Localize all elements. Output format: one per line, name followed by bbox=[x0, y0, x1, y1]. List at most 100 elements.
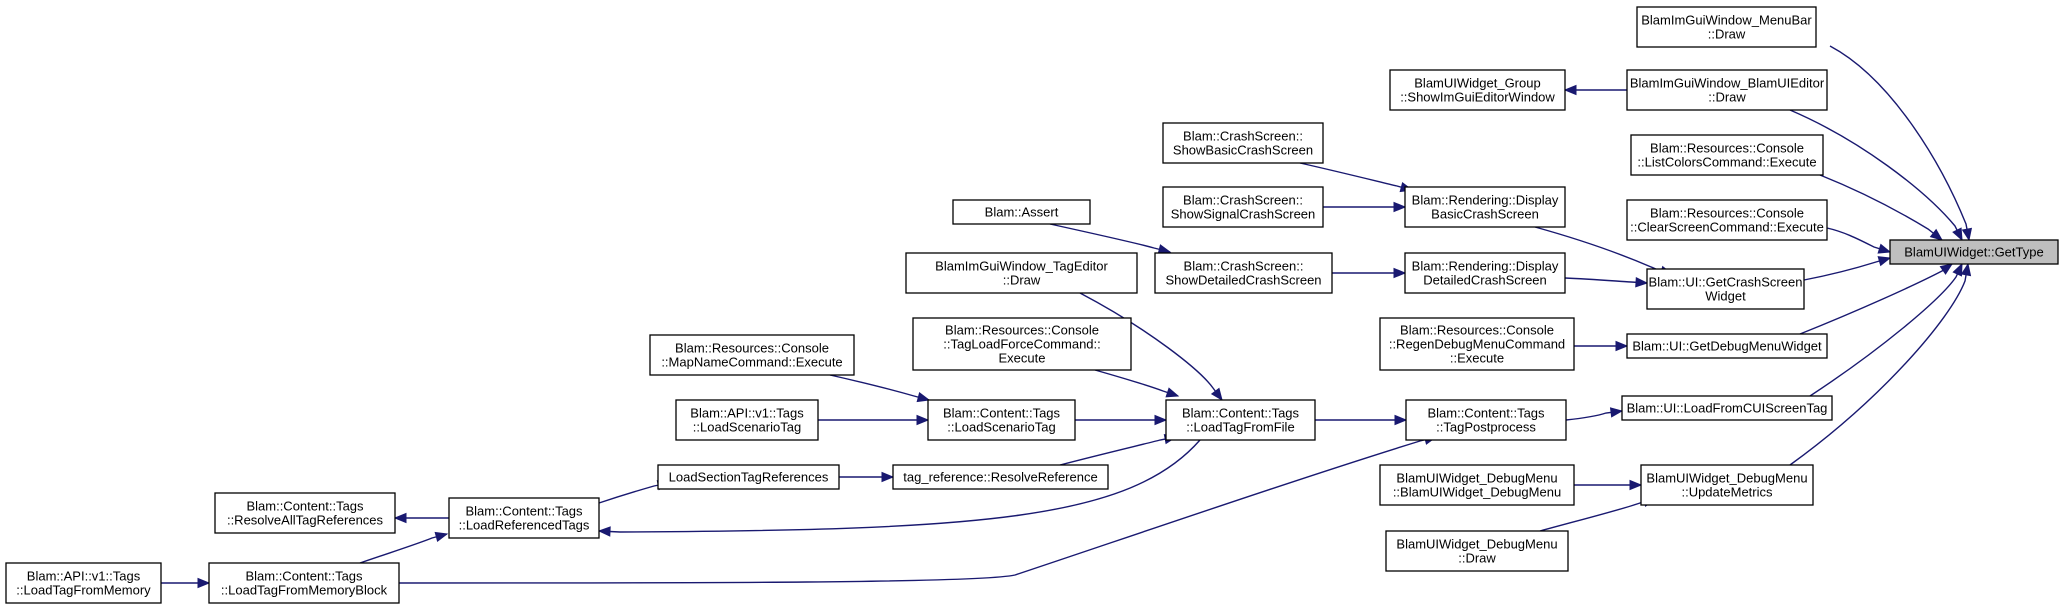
node-map-name[interactable]: Blam::Resources::Console::MapNameCommand… bbox=[649, 334, 855, 376]
node-label-line: ::TagLoadForceCommand:: bbox=[943, 337, 1101, 352]
edge-tagEditorDraw-to-loadTagFromFile bbox=[1079, 292, 1223, 402]
node-label-line: ::BlamUIWidget_DebugMenu bbox=[1393, 485, 1561, 500]
node-load-from-c-u-i[interactable]: Blam::UI::LoadFromCUIScreenTag bbox=[1621, 395, 1833, 421]
node-label-line: Blam::CrashScreen:: bbox=[1183, 193, 1303, 208]
node-label-line: Blam::CrashScreen:: bbox=[1184, 259, 1304, 274]
node-label-line: Blam::Resources::Console bbox=[675, 341, 829, 356]
edge-arrowhead bbox=[1615, 340, 1629, 352]
edge-debugMenuCtor-to-updateMetrics bbox=[1574, 479, 1643, 491]
node-label-line: ::LoadReferencedTags bbox=[459, 518, 590, 533]
edge-arrowhead bbox=[881, 471, 895, 483]
edge-line bbox=[1819, 174, 1943, 241]
node-display-detailed[interactable]: Blam::Rendering::DisplayDetailedCrashScr… bbox=[1404, 252, 1566, 294]
node-box bbox=[448, 497, 600, 539]
edge-tagLoadForce-to-loadTagFromFile bbox=[1094, 369, 1180, 398]
node-label-line: BlamImGuiWindow_BlamUIEditor bbox=[1630, 76, 1825, 91]
node-get-debug-menu-widget[interactable]: Blam::UI::GetDebugMenuWidget bbox=[1626, 333, 1828, 359]
node-show-detailed[interactable]: Blam::CrashScreen::ShowDetailedCrashScre… bbox=[1154, 252, 1333, 294]
edge-line bbox=[1829, 45, 1970, 241]
edge-arrowhead bbox=[1609, 407, 1624, 418]
node-debug-menu-ctor[interactable]: BlamUIWidget_DebugMenu::BlamUIWidget_Deb… bbox=[1379, 464, 1575, 506]
node-label-line: BlamImGuiWindow_TagEditor bbox=[935, 259, 1108, 274]
edge-arrowhead bbox=[1210, 387, 1223, 402]
edge-arrowhead bbox=[1393, 201, 1407, 213]
node-label-line: Blam::Content::Tags bbox=[465, 504, 583, 519]
node-box bbox=[214, 492, 396, 534]
node-label-line: Blam::Resources::Console bbox=[1650, 141, 1804, 156]
edge-arrowhead bbox=[1960, 262, 1972, 277]
edge-arrowhead bbox=[393, 512, 407, 524]
node-regen-debug-menu[interactable]: Blam::Resources::Console::RegenDebugMenu… bbox=[1379, 317, 1575, 371]
node-label-line: ::Draw bbox=[1708, 27, 1746, 42]
node-label-line: Blam::Content::Tags bbox=[1182, 406, 1300, 421]
node-label-line: Blam::UI::GetDebugMenuWidget bbox=[1632, 339, 1822, 354]
node-load-section-tag-refs[interactable]: LoadSectionTagReferences bbox=[657, 464, 840, 490]
node-clear-screen[interactable]: Blam::Resources::Console::ClearScreenCom… bbox=[1626, 199, 1828, 241]
edge-uiEditorDraw-to-getType bbox=[1789, 109, 1963, 242]
node-load-scenario-tag[interactable]: Blam::Content::Tags::LoadScenarioTag bbox=[927, 399, 1076, 441]
node-assert[interactable]: Blam::Assert bbox=[952, 199, 1091, 225]
node-box bbox=[1404, 252, 1566, 294]
edge-line bbox=[829, 374, 930, 401]
node-box bbox=[1626, 69, 1828, 111]
node-list-colors[interactable]: Blam::Resources::Console::ListColorsComm… bbox=[1630, 134, 1824, 176]
node-label-line: DetailedCrashScreen bbox=[1423, 273, 1547, 288]
node-label-line: ::TagPostprocess bbox=[1436, 420, 1536, 435]
node-label-line: Blam::Resources::Console bbox=[1650, 206, 1804, 221]
node-label-line: Blam::Rendering::Display bbox=[1412, 259, 1559, 274]
node-debug-menu-draw[interactable]: BlamUIWidget_DebugMenu::Draw bbox=[1385, 530, 1569, 572]
edge-loadFromCUI-to-getType bbox=[1809, 262, 1963, 397]
node-label-line: ::Execute bbox=[1450, 351, 1504, 366]
node-resolve-all-tag-refs[interactable]: Blam::Content::Tags::ResolveAllTagRefere… bbox=[214, 492, 396, 534]
node-api-load-from-memory[interactable]: Blam::API::v1::Tags::LoadTagFromMemory bbox=[5, 562, 162, 604]
edge-line bbox=[1564, 277, 1648, 284]
edge-arrowhead bbox=[197, 577, 211, 589]
edge-arrowhead bbox=[1952, 227, 1963, 242]
edge-arrowhead bbox=[1563, 84, 1577, 96]
node-box bbox=[905, 252, 1138, 294]
node-get-type[interactable]: BlamUIWidget::GetType bbox=[1889, 239, 2059, 265]
edge-loadTagFromFile-to-tagPostprocess bbox=[1315, 414, 1408, 426]
node-label-line: ::ListColorsCommand::Execute bbox=[1637, 155, 1816, 170]
node-load-referenced-tags[interactable]: Blam::Content::Tags::LoadReferencedTags bbox=[448, 497, 600, 539]
node-menu-bar-draw[interactable]: BlamImGuiWindow_MenuBar::Draw bbox=[1636, 6, 1817, 48]
node-box bbox=[892, 464, 1109, 490]
node-load-tag-from-file[interactable]: Blam::Content::Tags::LoadTagFromFile bbox=[1165, 399, 1316, 441]
edge-line bbox=[1826, 227, 1891, 253]
node-box bbox=[1379, 317, 1575, 371]
node-box bbox=[1636, 6, 1817, 48]
node-label-line: ::RegenDebugMenuCommand bbox=[1389, 337, 1565, 352]
node-box bbox=[1404, 186, 1566, 228]
edge-loadScenarioTag-to-loadTagFromFile bbox=[1075, 414, 1168, 426]
node-show-basic[interactable]: Blam::CrashScreen::ShowBasicCrashScreen bbox=[1162, 122, 1324, 164]
node-load-tag-from-memory-block[interactable]: Blam::Content::Tags::LoadTagFromMemoryBl… bbox=[208, 562, 400, 604]
node-box bbox=[675, 399, 819, 441]
node-label-line: Blam::Content::Tags bbox=[246, 499, 364, 514]
node-ui-editor-draw[interactable]: BlamImGuiWindow_BlamUIEditor::Draw bbox=[1626, 69, 1828, 111]
edge-line bbox=[1803, 257, 1891, 281]
node-group-show-editor[interactable]: BlamUIWidget_Group::ShowImGuiEditorWindo… bbox=[1389, 69, 1566, 111]
node-tag-postprocess[interactable]: Blam::Content::Tags::TagPostprocess bbox=[1405, 399, 1567, 441]
node-label-line: Blam::API::v1::Tags bbox=[27, 569, 141, 584]
node-label-line: ::LoadTagFromFile bbox=[1186, 420, 1294, 435]
node-tag-load-force[interactable]: Blam::Resources::Console::TagLoadForceCo… bbox=[912, 317, 1132, 371]
edge-loadTagFromFile-to-loadReferencedTags bbox=[597, 439, 1201, 537]
edge-arrowhead bbox=[1393, 267, 1407, 279]
node-label-line: Blam::UI::GetCrashScreen bbox=[1649, 275, 1803, 290]
node-label-line: BlamUIWidget_DebugMenu bbox=[1396, 471, 1557, 486]
edge-arrowhead bbox=[1939, 263, 1954, 275]
node-update-metrics[interactable]: BlamUIWidget_DebugMenu::UpdateMetrics bbox=[1640, 464, 1814, 506]
node-tag-editor-draw[interactable]: BlamImGuiWindow_TagEditor::Draw bbox=[905, 252, 1138, 294]
node-show-signal[interactable]: Blam::CrashScreen::ShowSignalCrashScreen bbox=[1162, 186, 1324, 228]
edge-arrowhead bbox=[1394, 414, 1408, 426]
node-api-load-scenario[interactable]: Blam::API::v1::Tags::LoadScenarioTag bbox=[675, 399, 819, 441]
node-resolve-reference[interactable]: tag_reference::ResolveReference bbox=[892, 464, 1109, 490]
call-graph-nodes: BlamUIWidget::GetType BlamImGuiWindow_Men… bbox=[5, 6, 2059, 604]
node-box bbox=[1626, 199, 1828, 241]
edge-line bbox=[1789, 263, 1969, 466]
node-label-line: tag_reference::ResolveReference bbox=[903, 470, 1097, 485]
node-label-line: Blam::Assert bbox=[985, 205, 1059, 220]
node-label-line: ::Draw bbox=[1003, 273, 1041, 288]
